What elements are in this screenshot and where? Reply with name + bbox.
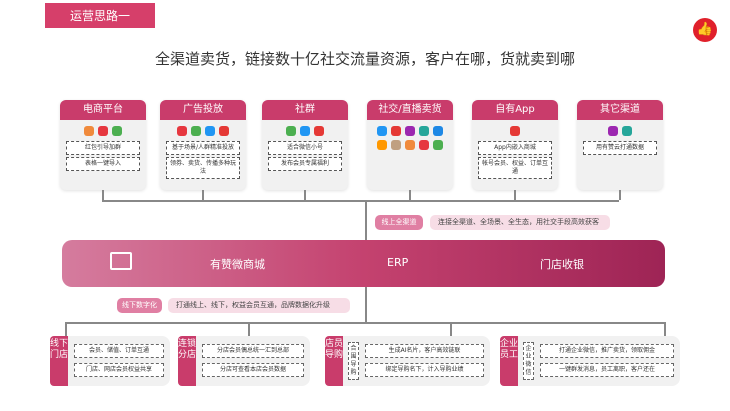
wechat-icon bbox=[377, 126, 387, 136]
headline: 全渠道卖货，链接数十亿社交流量资源，客户在哪，货就卖到哪 bbox=[154, 50, 575, 68]
channel-item: 用有赞云打通数据 bbox=[583, 141, 657, 155]
channel-card: 社群适合微信小号发布会员专属福利 bbox=[262, 100, 348, 190]
box-icon bbox=[110, 252, 132, 270]
alipay-icon bbox=[433, 126, 443, 136]
offline-item: 分店可查看本店会员数据 bbox=[202, 363, 304, 377]
chrome-icon bbox=[314, 126, 324, 136]
offline-card: 连锁分店分店会员偶总统一汇到总部分店可查看本店会员数据 bbox=[178, 336, 310, 386]
channel-title: 社交/直播卖货 bbox=[367, 100, 453, 120]
offline-item: 打通企业微信，推广卖货，领取佣金 bbox=[540, 344, 674, 358]
channel-title: 社群 bbox=[262, 100, 348, 120]
offline-item: 门店、网店会员权益共享 bbox=[74, 363, 164, 377]
offline-item: 生成AI名片，客户高效链联 bbox=[365, 344, 484, 358]
live-icon bbox=[433, 140, 443, 150]
chat-icon bbox=[377, 140, 387, 150]
wechat-icon bbox=[286, 126, 296, 136]
ie-icon bbox=[608, 126, 618, 136]
weibo-icon bbox=[391, 126, 401, 136]
channel-title: 广告投放 bbox=[160, 100, 246, 120]
contacts-icon bbox=[300, 126, 310, 136]
channel-item: 领券、卖货、传播多种玩法 bbox=[166, 157, 240, 179]
offline-item: 分店会员偶总统一汇到总部 bbox=[202, 344, 304, 358]
offline-item: 绑定导购名下，计入导购业绩 bbox=[365, 363, 484, 377]
taobao-live-icon bbox=[419, 140, 429, 150]
erp-left: 有赞微商城 bbox=[210, 258, 265, 271]
online-text: 连接全渠道、全场景、全生态，用社交手段高效获客 bbox=[430, 215, 610, 230]
channel-item: 基于场景/人群精准投放 bbox=[166, 141, 240, 155]
offline-item: 会员、储值、订单互通 bbox=[74, 344, 164, 358]
channel-item: 红包引导加群 bbox=[66, 141, 140, 155]
channel-item: 帐号会员、权益、订单互通 bbox=[478, 157, 552, 179]
toutiao-icon bbox=[177, 126, 187, 136]
channel-card: 广告投放基于场景/人群精准投放领券、卖货、传播多种玩法 bbox=[160, 100, 246, 190]
offline-card: 店员导购合围导购生成AI名片，客户高效链联绑定导购名下，计入导购业绩 bbox=[325, 336, 490, 386]
erp-bar: 有赞微商城 ERP 门店收银 bbox=[62, 240, 665, 287]
taobao-icon bbox=[84, 126, 94, 136]
offline-text: 打通线上、线下，权益会员互通，品牌数据化升级 bbox=[168, 298, 350, 313]
channel-title: 自有App bbox=[472, 100, 558, 120]
offline-label: 连锁分店 bbox=[178, 336, 196, 386]
erp-right: 门店收银 bbox=[540, 258, 584, 271]
chrome-icon bbox=[205, 126, 215, 136]
offline-item: 一键群发消息，员工离职，客户还在 bbox=[540, 363, 674, 377]
offline-card: 企业员工企业微信打通企业微信，推广卖货，领取佣金一键群发消息，员工离职，客户还在 bbox=[500, 336, 680, 386]
baidu-icon bbox=[405, 126, 415, 136]
channel-item: App内嵌入商城 bbox=[478, 141, 552, 155]
channel-card: 电商平台红包引导加群表格一键导入 bbox=[60, 100, 146, 190]
wechat-icon bbox=[191, 126, 201, 136]
channel-card: 其它渠道用有赞云打通数据 bbox=[577, 100, 663, 190]
online-tag: 线上全渠道 bbox=[375, 215, 423, 230]
qq-icon bbox=[219, 126, 229, 136]
erp-center: ERP bbox=[387, 256, 409, 269]
video-icon bbox=[391, 140, 401, 150]
channel-item: 发布会员专属福利 bbox=[268, 157, 342, 171]
channel-item: 表格一键导入 bbox=[66, 157, 140, 171]
kuaishou-icon bbox=[405, 140, 415, 150]
pinduoduo-icon bbox=[112, 126, 122, 136]
erp-icon bbox=[622, 126, 632, 136]
channel-card: 社交/直播卖货 bbox=[367, 100, 453, 190]
offline-sub: 企业微信 bbox=[523, 342, 534, 380]
offline-label: 企业员工 bbox=[500, 336, 518, 386]
offline-label: 线下门店 bbox=[50, 336, 68, 386]
offline-sub: 合围导购 bbox=[348, 342, 359, 380]
thumbs-up-icon: 👍 bbox=[693, 18, 717, 42]
qq-icon bbox=[419, 126, 429, 136]
channel-title: 电商平台 bbox=[60, 100, 146, 120]
tmall-icon bbox=[98, 126, 108, 136]
channel-title: 其它渠道 bbox=[577, 100, 663, 120]
section-title: 运营思路一 bbox=[45, 3, 155, 28]
app-icon bbox=[510, 126, 520, 136]
offline-tag: 线下数字化 bbox=[117, 298, 162, 313]
offline-label: 店员导购 bbox=[325, 336, 343, 386]
channel-item: 适合微信小号 bbox=[268, 141, 342, 155]
offline-card: 线下门店会员、储值、订单互通门店、网店会员权益共享 bbox=[50, 336, 170, 386]
